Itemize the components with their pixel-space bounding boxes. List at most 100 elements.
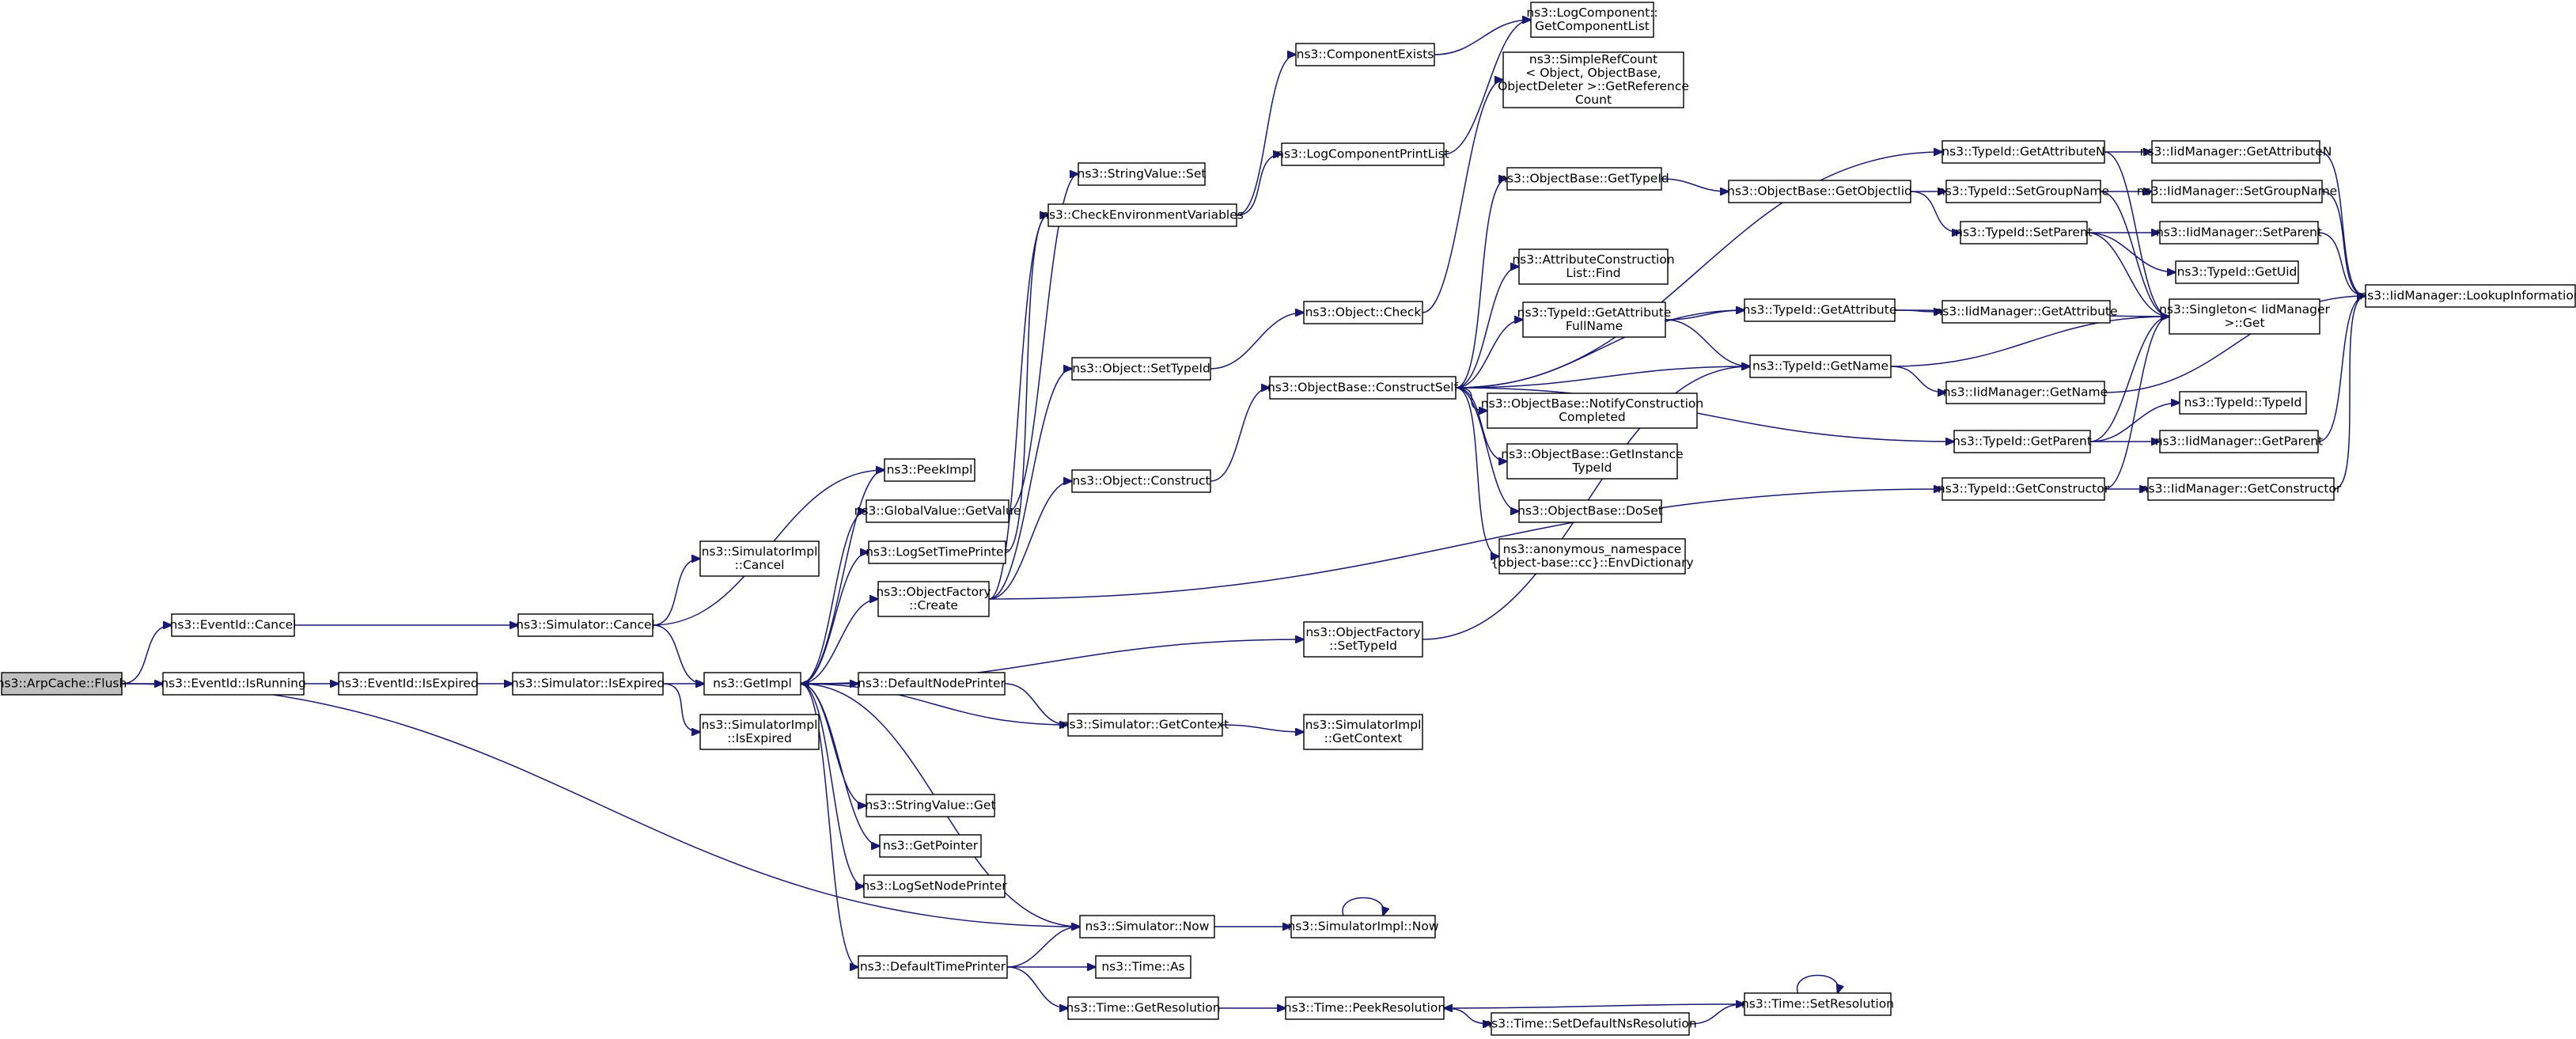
node-iidmanager-setgroupname[interactable]: ns3::IidManager::SetGroupName <box>2137 180 2337 203</box>
node-iidmanager-getname[interactable]: ns3::IidManager::GetName <box>1943 381 2108 404</box>
node-logcomponentprintlist[interactable]: ns3::LogComponentPrintList <box>1276 142 1449 166</box>
node-typeid-getattribute[interactable]: ns3::TypeId::GetAttribute <box>1743 298 1897 322</box>
node-label: ns3::IidManager::GetConstructor <box>2141 482 2342 496</box>
node-stringvalue-get[interactable]: ns3::StringValue::Get <box>865 794 996 817</box>
node-time-peekresolution[interactable]: ns3::Time::PeekResolution <box>1284 996 1445 1020</box>
node-box <box>699 714 820 750</box>
node-logsettimeprinter[interactable]: ns3::LogSetTimePrinter <box>866 540 1010 564</box>
node-simulator-cancel[interactable]: ns3::Simulator::Cancel <box>516 613 655 637</box>
node-eventid-isrunning[interactable]: ns3::EventId::IsRunning <box>161 672 306 696</box>
edge-objectbase-gettypeid-to-objectbase-getobjectiid <box>1661 178 1729 191</box>
edge-objectbase-constructself-to-objectbase-gettypeid <box>1455 179 1507 389</box>
node-simplerefcount[interactable]: ns3::SimpleRefCount< Object, ObjectBase,… <box>1498 51 1689 108</box>
edge-arpcache-flush-to-simulator-now <box>121 683 1080 927</box>
node-time-getresolution[interactable]: ns3::Time::GetResolution <box>1066 996 1221 1020</box>
node-simulatorimpl-now[interactable]: ns3::SimulatorImpl::Now <box>1287 915 1439 939</box>
node-time-setresolution[interactable]: ns3::Time::SetResolution <box>1741 992 1894 1016</box>
node-time-as[interactable]: ns3::Time::As <box>1095 955 1191 979</box>
node-label: ns3::DefaultTimePrinter <box>860 960 1006 974</box>
node-simulator-isexpired[interactable]: ns3::Simulator::IsExpired <box>511 672 665 696</box>
edge-typeid-getattributen-to-singleton-iidmanager-get <box>2104 151 2169 317</box>
node-box <box>866 499 1010 523</box>
node-defaulttimeprinter[interactable]: ns3::DefaultTimePrinter <box>858 955 1008 979</box>
node-iidmanager-getparent[interactable]: ns3::IidManager::GetParent <box>2155 430 2323 453</box>
node-iidmanager-getattributen[interactable]: ns3::IidManager::GetAttributeN <box>2140 140 2332 164</box>
node-typeid-setparent[interactable]: ns3::TypeId::SetParent <box>1955 221 2093 245</box>
node-label: ns3::GetImpl <box>713 677 792 691</box>
node-simulatorimpl-isexpired[interactable]: ns3::SimulatorImpl::IsExpired <box>699 714 820 750</box>
node-label: ns3::ObjectBase::ConstructSelf <box>1267 381 1459 395</box>
node-label: ns3::StringValue::Get <box>865 798 995 813</box>
node-box <box>1047 203 1237 227</box>
node-getimpl[interactable]: ns3::GetImpl <box>703 672 801 696</box>
node-simulator-getcontext[interactable]: ns3::Simulator::GetContext <box>1062 713 1229 737</box>
node-iidmanager-getconstructor[interactable]: ns3::IidManager::GetConstructor <box>2141 477 2342 501</box>
edge-getimpl-to-globalvalue-getvalue <box>800 511 866 684</box>
node-typeid-getuid[interactable]: ns3::TypeId::GetUid <box>2175 260 2299 284</box>
node-box <box>863 874 1006 898</box>
node-objectbase-getobjectiid[interactable]: ns3::ObjectBase::GetObjectIid <box>1727 180 1912 203</box>
node-singleton-iidmanager-get[interactable]: ns3::Singleton< IidManager>::Get <box>2159 298 2331 335</box>
node-box <box>1290 915 1436 939</box>
node-typeid-getparent[interactable]: ns3::TypeId::GetParent <box>1953 430 2092 453</box>
node-arpcache-flush[interactable]: ns3::ArpCache::Flush <box>0 672 127 696</box>
edge-simulator-cancel-to-getimpl <box>652 624 704 684</box>
node-label: ns3::ObjectFactory <box>876 585 991 599</box>
node-label: ::IsExpired <box>727 731 792 745</box>
node-globalvalue-getvalue[interactable]: ns3::GlobalValue::GetValue <box>854 499 1021 523</box>
node-eventid-isexpired[interactable]: ns3::EventId::IsExpired <box>337 672 479 696</box>
node-label: ns3::TypeId::GetAttribute <box>1517 305 1672 320</box>
node-iidmanager-getattribute[interactable]: ns3::IidManager::GetAttribute <box>1934 300 2118 324</box>
node-typeid-getname[interactable]: ns3::TypeId::GetName <box>1749 355 1892 378</box>
node-objectbase-constructself[interactable]: ns3::ObjectBase::ConstructSelf <box>1267 376 1459 400</box>
node-logcomponent-getcomponentlist[interactable]: ns3::LogComponent::GetComponentList <box>1526 2 1658 38</box>
node-componentexists[interactable]: ns3::ComponentExists <box>1295 43 1435 66</box>
node-box <box>1945 180 2101 203</box>
node-iidmanager-lookupinformation[interactable]: ns3::IidManager::LookupInformation <box>2359 284 2576 308</box>
node-stringvalue-set[interactable]: ns3::StringValue::Set <box>1078 162 1207 186</box>
edge-objectbase-constructself-to-typeid-getparent <box>1455 387 1954 442</box>
node-typeid-getconstructor[interactable]: ns3::TypeId::GetConstructor <box>1938 477 2110 501</box>
node-objectfactory-settypeid[interactable]: ns3::ObjectFactory::SetTypeId <box>1303 621 1423 658</box>
node-defaultnodeprinter[interactable]: ns3::DefaultNodePrinter <box>858 672 1006 696</box>
node-object-settypeid[interactable]: ns3::Object::SetTypeId <box>1071 357 1211 381</box>
node-object-construct[interactable]: ns3::Object::Construct <box>1071 469 1211 493</box>
edge-objectbase-constructself-to-objectbase-notifyconstructioncompleted <box>1455 387 1487 411</box>
edge-object-construct-to-objectbase-constructself <box>1210 388 1270 482</box>
node-label: ns3::ObjectBase::GetInstance <box>1501 447 1683 461</box>
edge-objectfactory-create-to-typeid-getconstructor <box>988 489 1942 600</box>
node-box <box>1530 2 1654 38</box>
node-label: List::Find <box>1566 266 1620 280</box>
node-simulator-now[interactable]: ns3::Simulator::Now <box>1079 915 1215 939</box>
edge-simulator-cancel-to-simulatorimpl-cancel <box>652 559 700 626</box>
node-checkenv[interactable]: ns3::CheckEnvironmentVariables <box>1041 203 1244 227</box>
edge-typeid-getname-to-iidmanager-getname <box>1890 366 1946 392</box>
node-typeid-typeid[interactable]: ns3::TypeId::TypeId <box>2179 391 2307 415</box>
node-box <box>1941 477 2105 501</box>
node-peekimpl[interactable]: ns3::PeekImpl <box>884 458 975 482</box>
node-objectbase-gettypeid[interactable]: ns3::ObjectBase::GetTypeId <box>1499 167 1669 191</box>
node-logsetnodeprinter[interactable]: ns3::LogSetNodePrinter <box>862 874 1007 898</box>
node-typeid-setgroupname[interactable]: ns3::TypeId::SetGroupName <box>1938 180 2109 203</box>
node-box <box>1749 355 1892 378</box>
node-eventid-cancel[interactable]: ns3::EventId::Cancel <box>170 613 297 637</box>
node-box <box>868 540 1006 564</box>
node-box <box>1281 142 1445 166</box>
node-typeid-getattributen[interactable]: ns3::TypeId::GetAttributeN <box>1941 140 2105 164</box>
node-getpointer[interactable]: ns3::GetPointer <box>879 834 982 858</box>
node-anon-envdictionary[interactable]: ns3::anonymous_namespace{object-base::cc… <box>1491 538 1694 574</box>
node-object-check[interactable]: ns3::Object::Check <box>1303 301 1423 324</box>
node-time-setdefaultnsresolution[interactable]: ns3::Time::SetDefaultNsResolution <box>1483 1012 1697 1036</box>
node-objectbase-notifyconstructioncompleted[interactable]: ns3::ObjectBase::NotifyConstructionCompl… <box>1481 392 1703 429</box>
node-box <box>1269 376 1457 400</box>
node-objectbase-doset[interactable]: ns3::ObjectBase::DoSet <box>1517 499 1663 523</box>
node-simulatorimpl-cancel[interactable]: ns3::SimulatorImpl::Cancel <box>699 540 820 577</box>
node-iidmanager-setparent[interactable]: ns3::IidManager::SetParent <box>2156 221 2322 245</box>
node-objectfactory-create[interactable]: ns3::ObjectFactory::Create <box>876 581 991 617</box>
node-label: ns3::Simulator::GetContext <box>1062 718 1229 732</box>
node-simulatorimpl-getcontext[interactable]: ns3::SimulatorImpl::GetContext <box>1303 714 1423 750</box>
node-label: ns3::GetPointer <box>883 839 979 853</box>
